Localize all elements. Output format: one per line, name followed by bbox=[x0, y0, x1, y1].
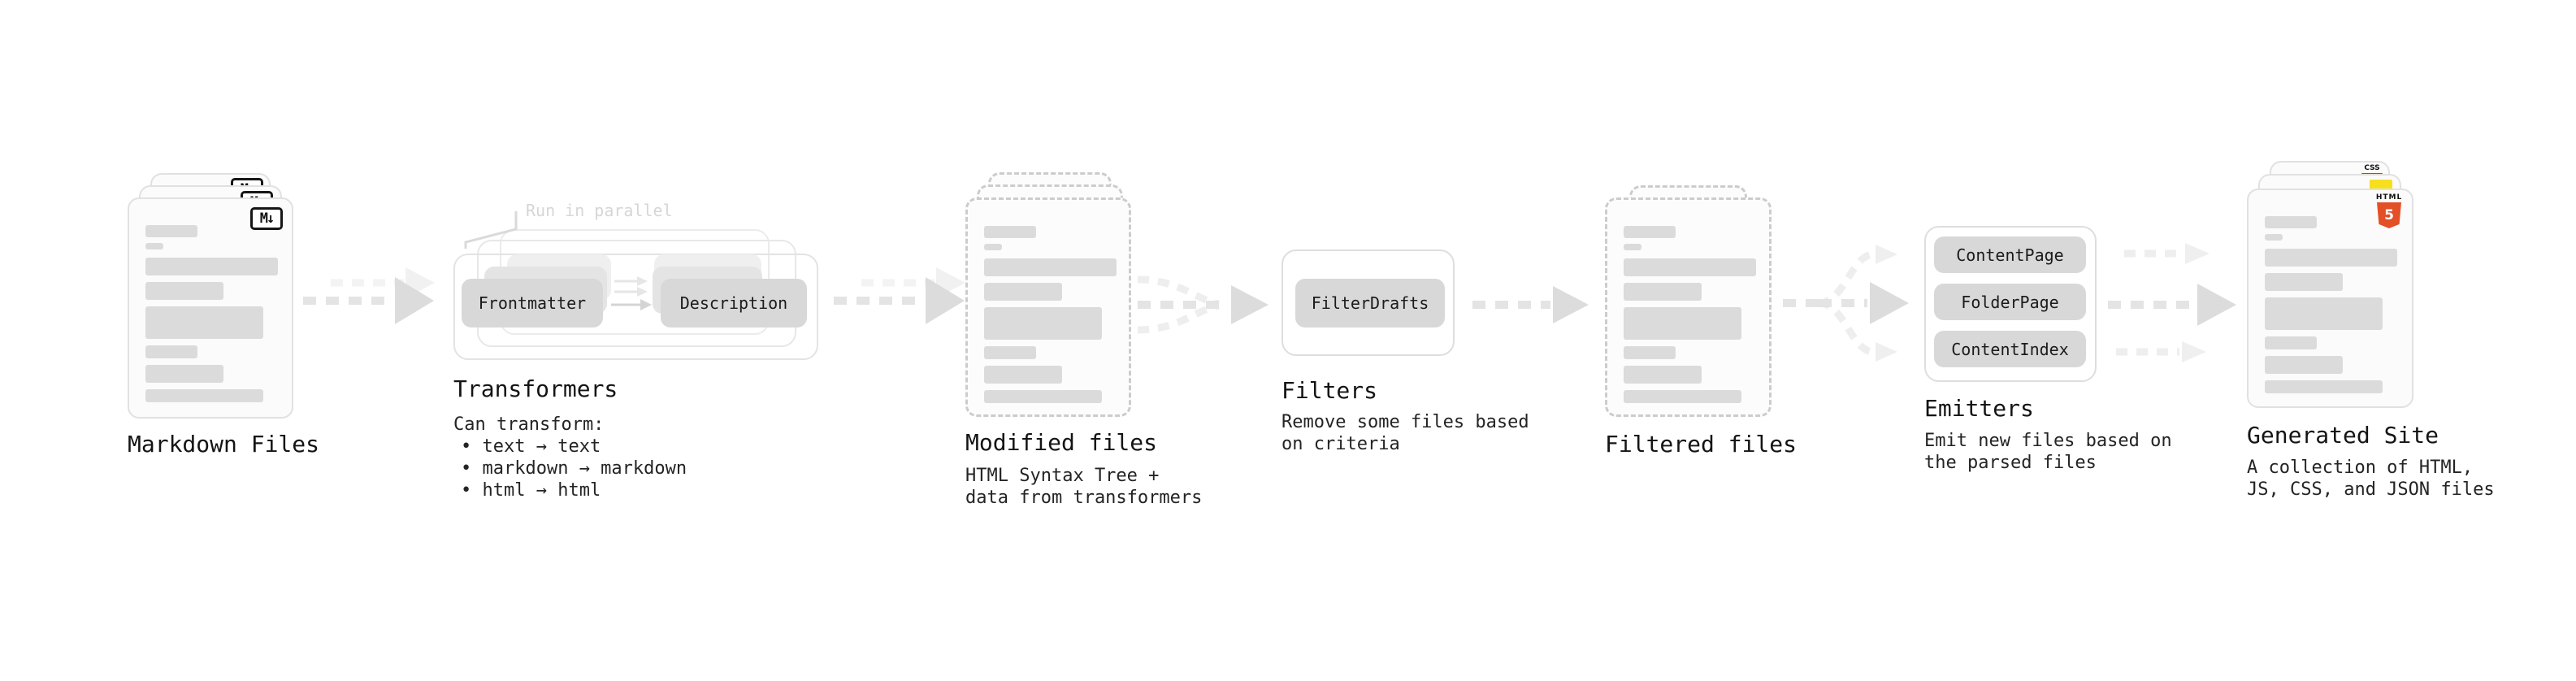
placeholder-bar bbox=[2265, 249, 2397, 267]
desc-line: Emit new files based on bbox=[1924, 431, 2172, 451]
description-pill: Description bbox=[661, 279, 807, 327]
run-in-parallel-annotation: Run in parallel bbox=[526, 201, 673, 220]
desc-line: JS, CSS, and JSON files bbox=[2247, 479, 2495, 500]
folderpage-pill: FolderPage bbox=[1934, 284, 2086, 320]
stage-title-filters: Filters bbox=[1281, 377, 1378, 404]
html5-icon-label: HTML bbox=[2375, 193, 2403, 202]
annotation-leader-line bbox=[464, 211, 518, 249]
file-card-dashed bbox=[965, 197, 1131, 417]
frontmatter-pill: Frontmatter bbox=[462, 279, 603, 327]
modified-files-description: HTML Syntax Tree + data from transformer… bbox=[965, 465, 1202, 509]
placeholder-bar bbox=[1624, 346, 1676, 359]
placeholder-bar bbox=[1624, 283, 1702, 301]
filters-description: Remove some files based on criteria bbox=[1281, 411, 1529, 455]
arrow-filters-to-filtered bbox=[1472, 286, 1589, 323]
css-icon-label: CSS bbox=[2364, 164, 2380, 172]
placeholder-bar bbox=[984, 226, 1036, 238]
placeholder-bar bbox=[145, 243, 163, 249]
file-card: HTML 5 bbox=[2247, 189, 2413, 408]
placeholder-bar bbox=[145, 225, 197, 237]
arrow-transformers-to-modified bbox=[834, 267, 965, 324]
placeholder-bar bbox=[984, 244, 1002, 250]
stage-title-emitters: Emitters bbox=[1924, 395, 2034, 422]
file-card-dashed bbox=[1605, 197, 1772, 417]
desc-line: data from transformers bbox=[965, 488, 1203, 508]
generated-site-description: A collection of HTML, JS, CSS, and JSON … bbox=[2247, 457, 2495, 501]
contentindex-pill: ContentIndex bbox=[1934, 331, 2086, 367]
file-content-placeholder bbox=[129, 199, 292, 417]
placeholder-bar bbox=[2265, 380, 2383, 393]
placeholder-bar bbox=[145, 345, 197, 358]
placeholder-bar bbox=[984, 390, 1102, 403]
placeholder-bar bbox=[984, 346, 1036, 359]
placeholder-bar bbox=[145, 389, 263, 402]
js-icon bbox=[2370, 180, 2392, 190]
desc-line: Can transform: bbox=[453, 414, 605, 435]
transformers-box bbox=[453, 254, 818, 360]
file-content-placeholder bbox=[1607, 200, 1769, 414]
placeholder-bar bbox=[145, 365, 223, 383]
placeholder-bar bbox=[1624, 366, 1702, 384]
filterdrafts-pill: FilterDrafts bbox=[1295, 279, 1445, 327]
placeholder-bar bbox=[2265, 273, 2343, 291]
placeholder-bar bbox=[1624, 307, 1741, 340]
html5-icon-number: 5 bbox=[2384, 207, 2394, 223]
contentpage-pill: ContentPage bbox=[1934, 236, 2086, 273]
arrow-markdown-to-transformers bbox=[303, 267, 435, 324]
desc-line: Remove some files based bbox=[1281, 412, 1529, 432]
placeholder-bar bbox=[1624, 258, 1756, 276]
placeholder-bar bbox=[145, 258, 278, 275]
stage-title-modified-files: Modified files bbox=[965, 429, 1158, 456]
desc-line: • text → text bbox=[461, 436, 601, 457]
desc-line: • markdown → markdown bbox=[461, 458, 687, 479]
html5-icon: HTML 5 bbox=[2373, 193, 2405, 228]
markdown-icon: M↓ bbox=[250, 207, 283, 230]
placeholder-bar bbox=[145, 306, 263, 339]
stage-title-transformers: Transformers bbox=[453, 375, 618, 402]
arrow-modified-to-filters bbox=[1137, 275, 1268, 334]
desc-line: the parsed files bbox=[1924, 453, 2097, 473]
placeholder-bar bbox=[2265, 216, 2317, 228]
stage-title-filtered-files: Filtered files bbox=[1605, 431, 1798, 458]
placeholder-bar bbox=[2265, 356, 2343, 374]
placeholder-bar bbox=[2265, 234, 2283, 241]
desc-line: on criteria bbox=[1281, 434, 1400, 454]
emitters-description: Emit new files based on the parsed files bbox=[1924, 430, 2172, 474]
desc-line: • html → html bbox=[461, 480, 601, 501]
placeholder-bar bbox=[984, 258, 1117, 276]
arrow-frontmatter-to-description bbox=[611, 276, 652, 310]
file-content-placeholder bbox=[968, 200, 1129, 414]
placeholder-bar bbox=[1624, 244, 1641, 250]
file-card: M↓ bbox=[128, 197, 293, 419]
file-content-placeholder bbox=[2249, 190, 2412, 406]
arrow-emitters-to-generated bbox=[2108, 243, 2236, 362]
html5-icon-shield: 5 bbox=[2377, 202, 2401, 228]
placeholder-bar bbox=[984, 366, 1062, 384]
placeholder-bar bbox=[145, 282, 223, 300]
desc-line: HTML Syntax Tree + bbox=[965, 466, 1160, 486]
placeholder-bar bbox=[1624, 226, 1676, 238]
placeholder-bar bbox=[984, 307, 1102, 340]
transformers-description: Can transform: • text → text • markdown … bbox=[453, 414, 687, 501]
placeholder-bar bbox=[1624, 390, 1741, 403]
placeholder-bar bbox=[2265, 336, 2317, 349]
arrow-filtered-to-emitters bbox=[1783, 245, 1909, 362]
placeholder-bar bbox=[2265, 297, 2383, 330]
desc-line: A collection of HTML, bbox=[2247, 458, 2474, 478]
stage-title-markdown-files: Markdown Files bbox=[128, 431, 320, 458]
placeholder-bar bbox=[984, 283, 1062, 301]
stage-title-generated-site: Generated Site bbox=[2247, 422, 2439, 449]
